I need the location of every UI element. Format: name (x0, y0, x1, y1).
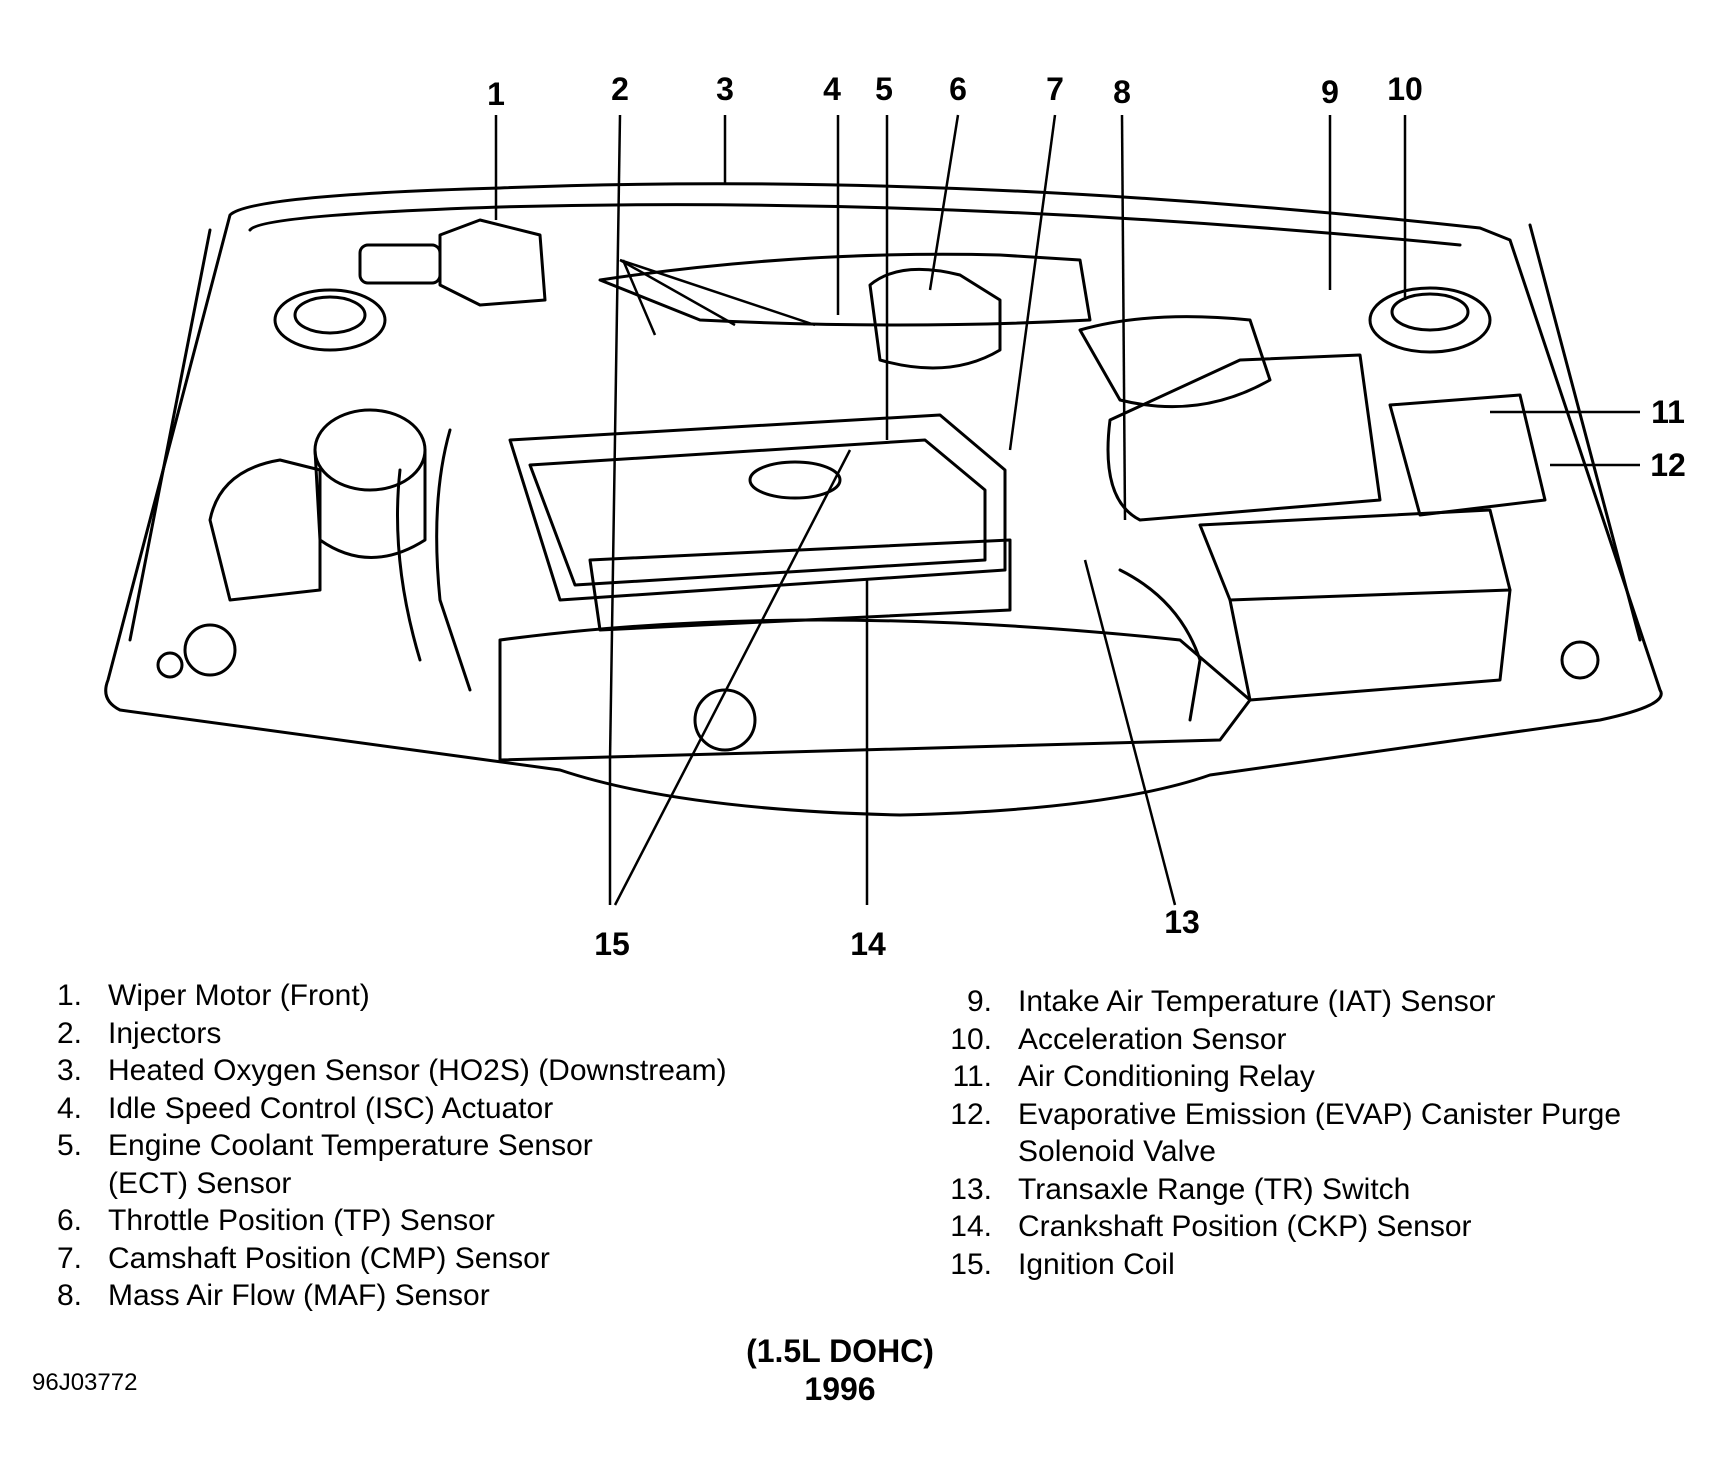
legend-left-column: 1. Wiper Motor (Front) 2. Injectors 3. Heat… (50, 977, 810, 1315)
figure-id: 96J03772 (32, 1369, 138, 1396)
legend-label: Heated Oxygen Sensor (HO2S) (Downstream) (108, 1054, 727, 1087)
legend-label: Injectors (108, 1016, 222, 1050)
callout-11: 11 (1651, 394, 1685, 430)
legend-number: 10. (950, 1022, 992, 1056)
legend-item: 9. Intake Air Temperature (IAT) Sensor (940, 983, 1700, 1021)
callout-15: 15 (594, 926, 630, 960)
legend-number: 5. (56, 1129, 82, 1162)
callout-10: 10 (1387, 71, 1423, 107)
callout-3: 3 (716, 71, 734, 107)
legend-item: 10. Acceleration Sensor (940, 1021, 1700, 1059)
legend-number: 8. (56, 1279, 82, 1312)
legend-number: 11. (952, 1060, 992, 1093)
legend-item: 11. Air Conditioning Relay (940, 1058, 1700, 1096)
callout-7: 7 (1046, 71, 1064, 107)
legend-label: Air Conditioning Relay (1018, 1060, 1315, 1093)
callout-13: 13 (1164, 904, 1200, 940)
legend-label: Transaxle Range (TR) Switch (1018, 1172, 1411, 1206)
engine-compartment-diagram: 1 2 3 4 5 6 7 8 9 10 11 12 13 14 15 (104, 71, 1686, 960)
legend-right-column: 9. Intake Air Temperature (IAT) Sensor 10… (940, 983, 1700, 1283)
engine-drawing (104, 182, 1663, 817)
legend-item: 2. Injectors (50, 1015, 810, 1053)
legend-item: 5. Engine Coolant Temperature Sensor (ECT… (50, 1127, 810, 1202)
legend-number: 9. (966, 985, 992, 1018)
legend-number: 3. (56, 1054, 82, 1087)
legend-item: 14. Crankshaft Position (CKP) Sensor (940, 1208, 1700, 1246)
year-caption: 1996 (804, 1371, 876, 1407)
engine-caption: (1.5L DOHC) (746, 1333, 934, 1369)
leader-lines (494, 114, 1640, 906)
callout-1: 1 (487, 76, 505, 112)
callout-5: 5 (875, 71, 893, 107)
legend-number: 15. (950, 1247, 992, 1281)
figure-caption: (1.5L DOHC) 1996 (640, 1332, 1040, 1408)
legend-label: Intake Air Temperature (IAT) Sensor (1018, 985, 1496, 1018)
callout-4: 4 (823, 71, 841, 107)
legend-number: 14. (950, 1210, 992, 1243)
callout-6: 6 (949, 71, 967, 107)
legend-number: 7. (56, 1241, 82, 1275)
callout-2: 2 (611, 71, 629, 107)
legend-item: 13. Transaxle Range (TR) Switch (940, 1171, 1700, 1209)
callout-12: 12 (1650, 447, 1686, 483)
callout-numbers: 1 2 3 4 5 6 7 8 9 10 11 12 13 14 15 (487, 71, 1686, 960)
legend-label: Engine Coolant Temperature Sensor (ECT) … (108, 1129, 593, 1200)
legend-number: 2. (56, 1016, 82, 1050)
callout-14: 14 (850, 926, 886, 960)
legend-item: 1. Wiper Motor (Front) (50, 977, 810, 1015)
legend-label: Camshaft Position (CMP) Sensor (108, 1241, 550, 1275)
legend-label: Evaporative Emission (EVAP) Canister Pur… (1018, 1097, 1622, 1169)
legend-number: 13. (950, 1172, 992, 1206)
legend-number: 1. (56, 979, 82, 1012)
legend-label: Wiper Motor (Front) (108, 979, 370, 1012)
callout-9: 9 (1321, 74, 1339, 110)
legend-number: 6. (56, 1204, 82, 1237)
legend-item: 12. Evaporative Emission (EVAP) Canister … (940, 1096, 1700, 1171)
legend-number: 12. (950, 1097, 992, 1131)
legend-label: Idle Speed Control (ISC) Actuator (108, 1091, 554, 1125)
callout-8: 8 (1113, 74, 1131, 110)
legend-item: 15. Ignition Coil (940, 1246, 1700, 1284)
legend-item: 4. Idle Speed Control (ISC) Actuator (50, 1090, 810, 1128)
legend-label: Throttle Position (TP) Sensor (108, 1204, 495, 1237)
legend-item: 6. Throttle Position (TP) Sensor (50, 1202, 810, 1240)
legend-label: Mass Air Flow (MAF) Sensor (108, 1279, 490, 1312)
legend-label: Ignition Coil (1018, 1247, 1175, 1281)
legend-label: Crankshaft Position (CKP) Sensor (1018, 1210, 1472, 1243)
legend-number: 4. (56, 1091, 82, 1125)
legend-item: 3. Heated Oxygen Sensor (HO2S) (Downstrea… (50, 1052, 810, 1090)
legend-item: 7. Camshaft Position (CMP) Sensor (50, 1240, 810, 1278)
legend-label: Acceleration Sensor (1018, 1022, 1287, 1056)
legend-item: 8. Mass Air Flow (MAF) Sensor (50, 1277, 810, 1315)
